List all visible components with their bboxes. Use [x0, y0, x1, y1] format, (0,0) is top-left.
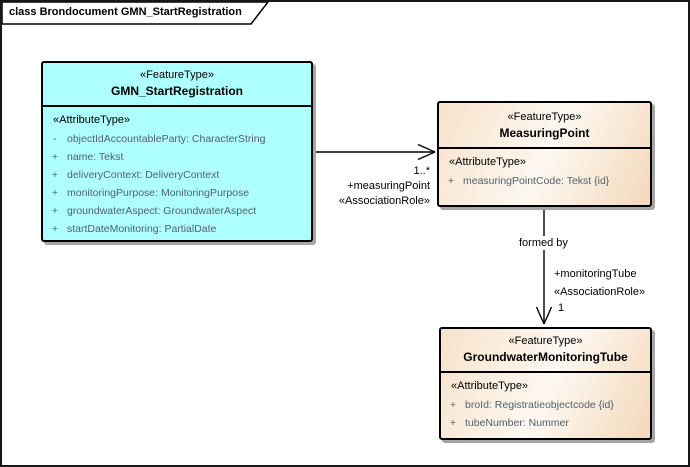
multiplicity-label: 1 [558, 302, 565, 314]
attribute-text: name: Tekst [67, 151, 124, 163]
attribute-row: + tubeNumber: Nummer [441, 414, 650, 432]
attribute-row: + startDateMonitoring: PartialDate [43, 220, 311, 238]
attribute-text: deliveryContext: DeliveryContext [67, 169, 220, 181]
attribute-row: + monitoringPurpose: MonitoringPurpose [43, 184, 311, 202]
association-measuringpoint-connector[interactable] [315, 143, 436, 161]
stereotype-label: «FeatureType» [508, 335, 583, 347]
role-label: +monitoringTube [554, 268, 637, 280]
attribute-text: measuringPointCode: Tekst {id} [463, 175, 610, 187]
attribute-text: objectIdAccountableParty: CharacterStrin… [67, 133, 266, 145]
attribute-type-label: «AttributeType» [449, 156, 527, 168]
association-monitoringtube-connector[interactable] [535, 208, 553, 325]
class-measuringpoint[interactable]: «FeatureType» MeasuringPoint «AttributeT… [437, 101, 652, 207]
class-name: GroundwaterMonitoringTube [463, 350, 628, 364]
visibility-marker: + [449, 417, 457, 429]
diagram-title: class Brondocument GMN_StartRegistration [9, 6, 242, 18]
attribute-row: + groundwaterAspect: GroundwaterAspect [43, 202, 311, 220]
visibility-marker: + [51, 187, 59, 199]
class-header: «FeatureType» MeasuringPoint [439, 103, 650, 149]
visibility-marker: - [53, 133, 57, 145]
attribute-text: monitoringPurpose: MonitoringPurpose [67, 187, 250, 199]
visibility-marker: + [51, 205, 59, 217]
stereotype-label: «FeatureType» [507, 111, 582, 123]
attribute-row: + broId: Registratieobjectcode {id} [441, 396, 650, 414]
attribute-row: - objectIdAccountableParty: CharacterStr… [43, 130, 311, 148]
class-name: GMN_StartRegistration [110, 84, 244, 98]
attribute-type-label: «AttributeType» [53, 114, 131, 126]
association-stereotype-label: «AssociationRole» [554, 286, 646, 298]
class-gmn-startregistration[interactable]: «FeatureType» GMN_StartRegistration «Att… [41, 61, 313, 242]
visibility-marker: + [51, 151, 59, 163]
visibility-marker: + [51, 169, 59, 181]
attribute-compartment: «AttributeType» - objectIdAccountablePar… [43, 107, 311, 238]
association-stereotype-label: «AssociationRole» [338, 195, 430, 207]
visibility-marker: + [51, 223, 59, 235]
stereotype-label: «FeatureType» [140, 69, 214, 81]
attribute-text: broId: Registratieobjectcode {id} [465, 399, 614, 411]
attribute-type-label: «AttributeType» [451, 380, 529, 392]
class-header: «FeatureType» GMN_StartRegistration [43, 63, 311, 107]
visibility-marker: + [449, 399, 457, 411]
attribute-row: + name: Tekst [43, 148, 311, 166]
attribute-row: + measuringPointCode: Tekst {id} [439, 172, 650, 190]
multiplicity-label: 1..* [413, 165, 430, 177]
class-groundwatermonitoringtube[interactable]: «FeatureType» GroundwaterMonitoringTube … [439, 327, 652, 440]
visibility-marker: + [447, 175, 455, 187]
attribute-row: + deliveryContext: DeliveryContext [43, 166, 311, 184]
role-label: +measuringPoint [347, 180, 430, 192]
attribute-text: groundwaterAspect: GroundwaterAspect [67, 205, 257, 217]
class-header: «FeatureType» GroundwaterMonitoringTube [441, 329, 650, 373]
diagram-title-tab [2, 2, 269, 25]
association-name-label: formed by [516, 236, 571, 250]
class-name: MeasuringPoint [499, 126, 590, 140]
attribute-compartment: «AttributeType» + broId: Registratieobje… [441, 373, 650, 432]
open-arrowhead-icon [417, 143, 436, 161]
attribute-compartment: «AttributeType» + measuringPointCode: Te… [439, 149, 650, 190]
attribute-text: tubeNumber: Nummer [465, 417, 569, 429]
open-arrowhead-icon [535, 306, 553, 325]
attribute-text: startDateMonitoring: PartialDate [67, 223, 217, 235]
